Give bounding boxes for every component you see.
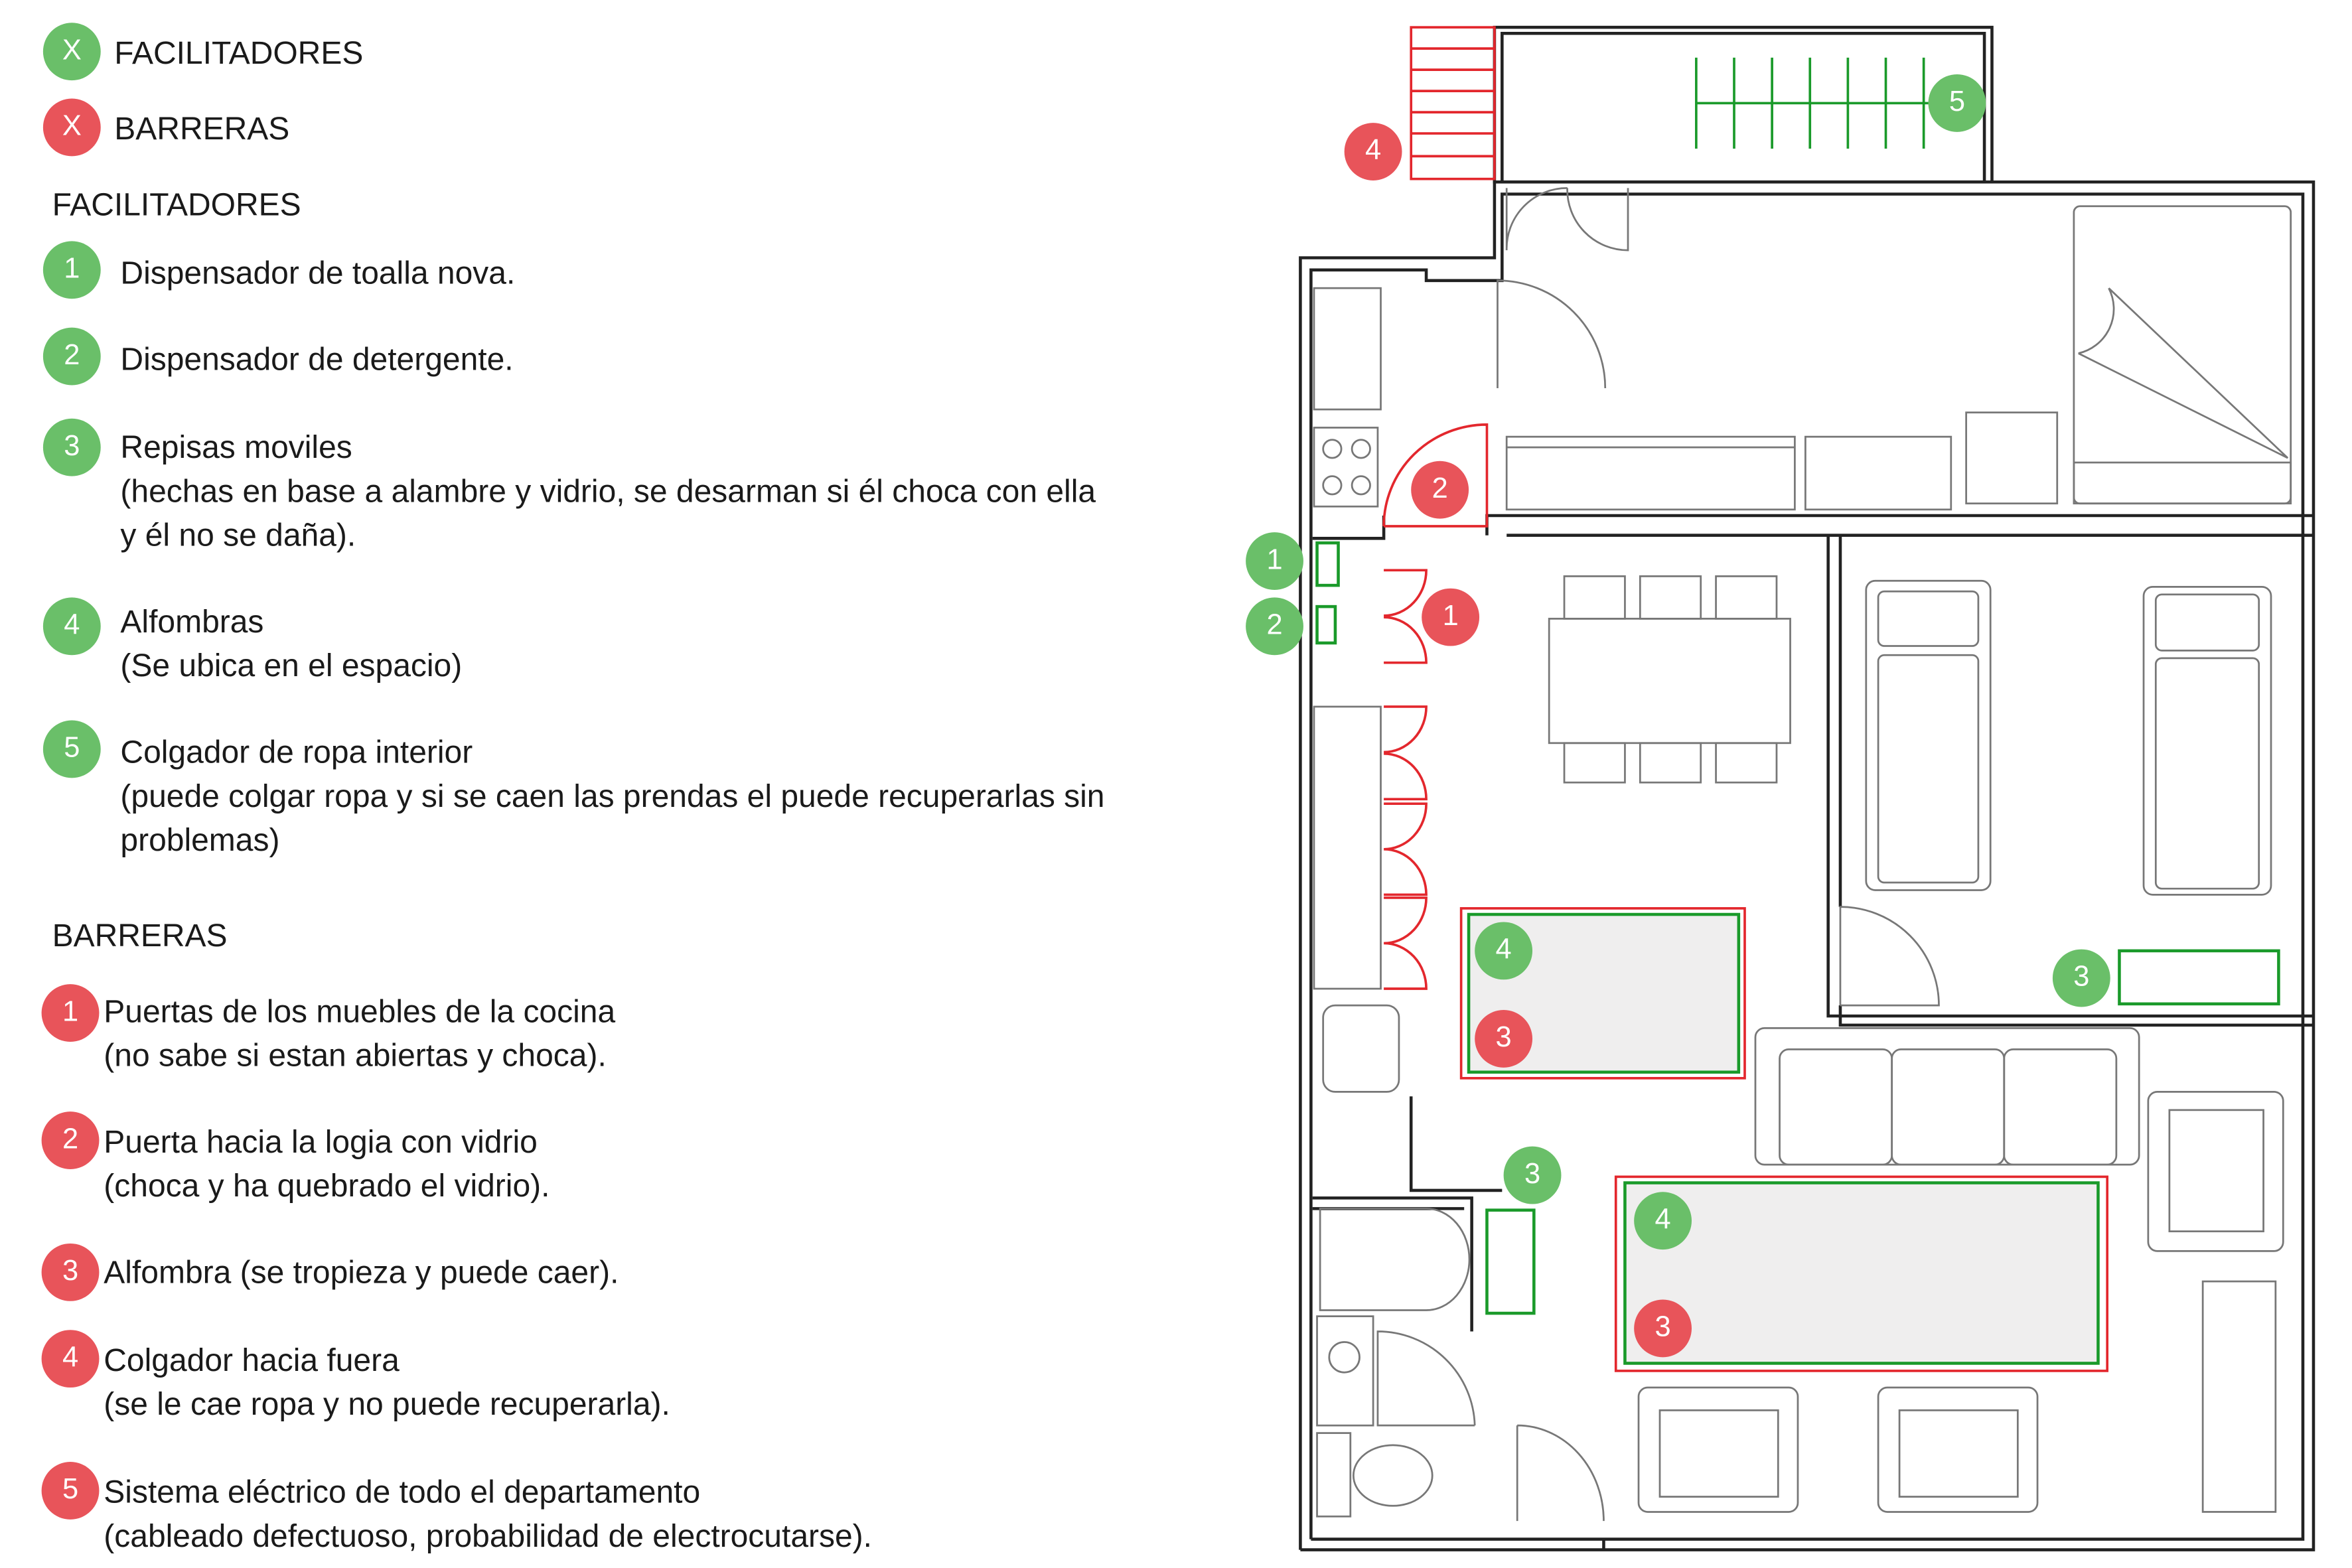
item-text: Sistema eléctrico de todo el departament…	[104, 1475, 700, 1510]
green-marker-icon	[42, 23, 101, 81]
green-marker-5: 5	[1928, 74, 1986, 132]
barrera-item-1: 1 Puertas de los muebles de la cocina (n…	[41, 984, 615, 1074]
item-text: (no sabe si estan abiertas y choca).	[104, 1038, 607, 1074]
red-marker-icon	[41, 1462, 100, 1520]
plan-markers: 1 2 5 4 3 3 4 4 2 1 3 3	[1246, 74, 2110, 1358]
svg-text:2: 2	[1266, 609, 1282, 641]
marker-number: 3	[64, 430, 80, 462]
red-marker-icon	[41, 984, 100, 1042]
barrera-item-2: 2 Puerta hacia la logia con vidrio (choc…	[41, 1111, 550, 1204]
barreras-heading: BARRERAS	[52, 918, 228, 954]
key-label-facilitadores: FACILITADORES	[114, 36, 363, 71]
red-marker-icon	[41, 1111, 100, 1169]
key-facilitador: X	[42, 23, 101, 81]
marker-number: 3	[62, 1255, 78, 1287]
red-marker-3: 3	[1634, 1299, 1692, 1358]
barrera-item-4: 4 Colgador hacia fuera (se le cae ropa y…	[41, 1330, 670, 1422]
item-text: (Se ubica en el espacio)	[120, 648, 462, 683]
item-text: Repisas moviles	[120, 430, 352, 465]
doors	[1376, 187, 1940, 1522]
svg-text:4: 4	[1496, 934, 1512, 965]
red-marker-icon	[41, 1243, 100, 1301]
item-text: Puertas de los muebles de la cocina	[104, 994, 615, 1029]
logia-glass-door	[1382, 423, 1489, 528]
svg-text:3: 3	[1496, 1021, 1512, 1053]
item-text: Dispensador de toalla nova.	[120, 255, 515, 291]
green-marker-1: 1	[1246, 532, 1303, 590]
legend: X FACILITADORES X BARRERAS FACILITADORES…	[41, 23, 1105, 1554]
svg-text:1: 1	[1443, 600, 1459, 632]
red-marker-icon	[42, 98, 101, 157]
facilitador-item-3: 3 Repisas moviles (hechas en base a alam…	[42, 418, 1096, 553]
item-text: Colgador hacia fuera	[104, 1343, 400, 1378]
item-text: (se le cae ropa y no puede recuperarla).	[104, 1387, 670, 1422]
rug-living	[1623, 1181, 2100, 1365]
green-marker-icon	[42, 720, 101, 778]
towel-dispenser	[1315, 541, 1340, 587]
outside-hanger	[1410, 26, 1496, 180]
item-text: Puerta hacia la logia con vidrio	[104, 1125, 538, 1160]
marker-number: 4	[64, 609, 80, 641]
marker-number: 4	[62, 1341, 78, 1373]
movable-shelf	[1485, 1208, 1536, 1315]
facilitador-item-2: 2 Dispensador de detergente.	[42, 327, 514, 386]
indoor-hanger	[1695, 57, 1930, 149]
movable-shelf	[2118, 949, 2280, 1006]
svg-text:2: 2	[1432, 472, 1448, 504]
svg-text:1: 1	[1266, 543, 1282, 575]
rug-barrier-outline	[1459, 907, 1746, 1080]
green-marker-4: 4	[1475, 922, 1533, 980]
marker-number: 5	[64, 732, 80, 764]
facilitador-item-5: 5 Colgador de ropa interior (puede colga…	[42, 720, 1105, 858]
item-text: Dispensador de detergente.	[120, 342, 513, 378]
key-symbol: X	[62, 110, 82, 142]
green-marker-4: 4	[1634, 1192, 1692, 1250]
barrera-item-3: 3 Alfombra (se tropieza y puede caer).	[41, 1243, 619, 1301]
marker-number: 1	[64, 252, 80, 284]
svg-text:3: 3	[1524, 1158, 1540, 1190]
item-text: (hechas en base a alambre y vidrio, se d…	[120, 474, 1096, 509]
svg-text:4: 4	[1365, 134, 1381, 166]
green-marker-icon	[42, 241, 101, 299]
key-label-barreras: BARRERAS	[114, 111, 289, 147]
item-text: Alfombras	[120, 605, 263, 640]
marker-number: 1	[62, 995, 78, 1027]
svg-text:4: 4	[1655, 1203, 1671, 1235]
rug-barrier-outline	[1614, 1175, 2109, 1372]
item-text: problemas)	[120, 823, 279, 858]
key-barrera: X	[42, 98, 101, 157]
marker-number: 2	[64, 339, 80, 371]
kitchen-cabinet-doors	[1384, 569, 1428, 990]
green-marker-3: 3	[2052, 949, 2110, 1007]
facilitadores-heading: FACILITADORES	[52, 188, 301, 223]
green-marker-icon	[42, 327, 101, 386]
svg-text:3: 3	[1655, 1311, 1671, 1343]
svg-text:5: 5	[1949, 86, 1965, 117]
facilitador-item-1: 1 Dispensador de toalla nova.	[42, 241, 515, 299]
detergent-dispenser	[1315, 605, 1337, 645]
red-marker-3: 3	[1475, 1010, 1533, 1068]
key-symbol: X	[62, 34, 82, 66]
floor-plan: 1 2 5 4 3 3 4 4 2 1 3 3	[1246, 25, 2315, 1551]
svg-text:3: 3	[2073, 961, 2089, 993]
furniture	[1313, 205, 2292, 1518]
red-marker-4: 4	[1344, 123, 1402, 180]
item-text: (choca y ha quebrado el vidrio).	[104, 1169, 550, 1204]
red-marker-icon	[41, 1330, 100, 1388]
green-marker-2: 2	[1246, 597, 1303, 656]
item-text: (cableado defectuoso, probabilidad de el…	[104, 1519, 872, 1554]
red-marker-1: 1	[1422, 588, 1480, 646]
green-marker-3: 3	[1503, 1146, 1562, 1204]
item-text: Colgador de ropa interior	[120, 735, 473, 770]
item-text: y él no se daña).	[120, 518, 356, 553]
marker-number: 2	[62, 1123, 78, 1155]
marker-number: 5	[62, 1473, 78, 1505]
item-text: Alfombra (se tropieza y puede caer).	[104, 1255, 619, 1290]
facilitador-item-4: 4 Alfombras (Se ubica en el espacio)	[42, 597, 462, 683]
green-marker-icon	[42, 418, 101, 476]
barrera-item-5: 5 Sistema eléctrico de todo el departame…	[41, 1462, 872, 1554]
red-marker-2: 2	[1411, 461, 1469, 519]
green-marker-icon	[42, 597, 101, 656]
item-text: (puede colgar ropa y si se caen las pren…	[120, 779, 1104, 814]
